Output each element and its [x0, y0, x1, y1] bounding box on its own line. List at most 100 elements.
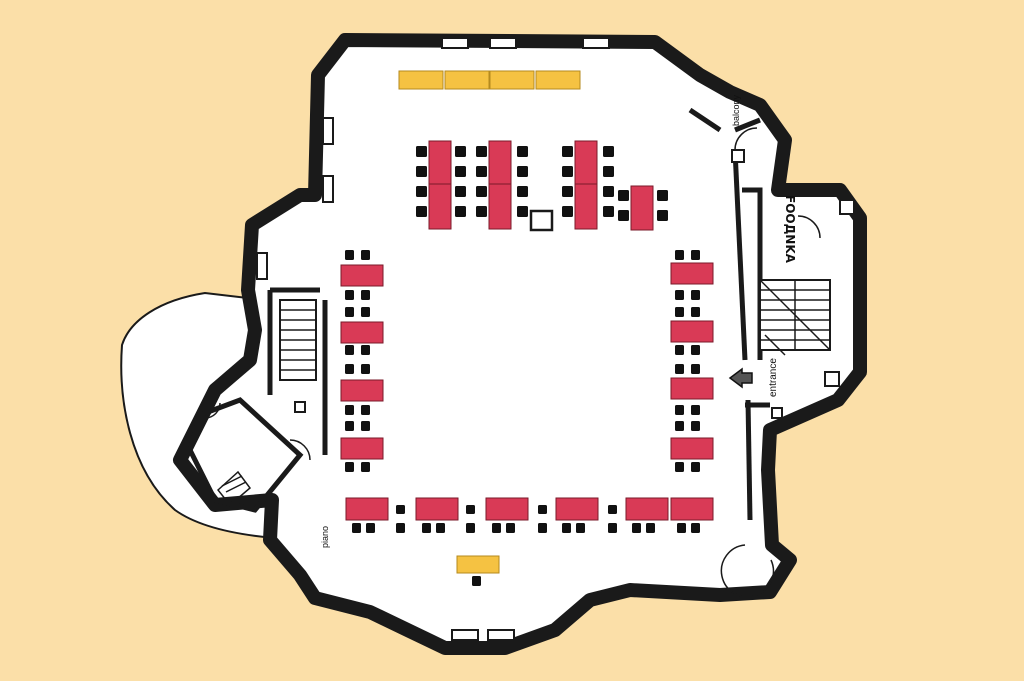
banquet-table	[555, 497, 599, 521]
chair	[416, 166, 427, 177]
banquet-table	[574, 140, 598, 186]
chair	[691, 421, 700, 431]
chair	[345, 364, 354, 374]
chair	[675, 364, 684, 374]
banquet-table	[670, 497, 714, 521]
chair	[345, 307, 354, 317]
lower-left-stairs	[216, 470, 252, 507]
chair	[396, 505, 405, 514]
left-staircase	[279, 299, 317, 413]
banquet-table	[670, 377, 714, 400]
chair	[416, 146, 427, 157]
head-tables	[398, 70, 581, 574]
chair	[603, 186, 614, 197]
chair	[492, 523, 501, 533]
chair	[416, 206, 427, 217]
banquet-table	[485, 497, 529, 521]
chair	[506, 523, 515, 533]
chair	[366, 523, 375, 533]
banquet-table	[340, 379, 384, 402]
chair	[352, 523, 361, 533]
foodnika-label: FOOДNKA	[783, 195, 797, 264]
chair	[657, 210, 668, 221]
chair	[422, 523, 431, 533]
chair	[675, 405, 684, 415]
banquet-table	[488, 140, 512, 186]
interior-walls	[187, 107, 770, 521]
chair	[361, 290, 370, 300]
chair	[455, 186, 466, 197]
chair	[361, 421, 370, 431]
chair	[677, 523, 686, 533]
banquet-tables	[340, 140, 714, 521]
fixture-balcony	[731, 149, 745, 163]
banquet-table	[415, 497, 459, 521]
chair	[538, 523, 547, 533]
banquet-table	[574, 183, 598, 230]
chair	[345, 405, 354, 415]
chair	[361, 307, 370, 317]
chair	[675, 290, 684, 300]
banquet-table	[345, 497, 389, 521]
chair	[517, 146, 528, 157]
chair	[345, 345, 354, 355]
chair	[603, 206, 614, 217]
chair	[608, 505, 617, 514]
windows	[256, 37, 855, 641]
banquet-table	[670, 437, 714, 460]
chair	[675, 462, 684, 472]
chair	[455, 166, 466, 177]
chair	[345, 250, 354, 260]
piano-label: piano	[320, 526, 330, 548]
chair	[675, 345, 684, 355]
banquet-table	[670, 262, 714, 285]
head-table	[535, 70, 581, 90]
head-table	[444, 70, 490, 90]
chair	[416, 186, 427, 197]
chair	[361, 462, 370, 472]
main-hall-floor	[325, 70, 748, 618]
chair	[618, 190, 629, 201]
chair	[632, 523, 641, 533]
chair	[466, 523, 475, 533]
chair	[608, 523, 617, 533]
chair	[691, 523, 700, 533]
arrow-left-icon	[728, 367, 753, 389]
head-table	[489, 70, 535, 90]
fixture-right	[771, 407, 783, 419]
chair	[675, 421, 684, 431]
chair	[657, 190, 668, 201]
doors	[204, 127, 821, 598]
chair	[675, 250, 684, 260]
chair	[476, 146, 487, 157]
chair	[517, 186, 528, 197]
chair	[345, 421, 354, 431]
chair	[691, 250, 700, 260]
chair	[691, 290, 700, 300]
chair	[517, 166, 528, 177]
chair	[361, 405, 370, 415]
chair	[436, 523, 445, 533]
chair	[603, 166, 614, 177]
entrance-label: entrance	[768, 358, 779, 397]
right-staircase	[759, 279, 831, 356]
chair	[455, 206, 466, 217]
banquet-table	[340, 437, 384, 460]
head-table	[456, 555, 500, 574]
chair	[396, 523, 405, 533]
chair	[675, 307, 684, 317]
chair	[691, 307, 700, 317]
chairs	[345, 146, 700, 586]
head-table	[398, 70, 444, 90]
banquet-table	[488, 183, 512, 230]
chair	[476, 166, 487, 177]
chair	[361, 250, 370, 260]
chair	[576, 523, 585, 533]
chair	[361, 345, 370, 355]
balcony-label: balcony	[731, 94, 741, 126]
banquet-table	[625, 497, 669, 521]
chair	[361, 364, 370, 374]
chair	[538, 505, 547, 514]
chair	[691, 405, 700, 415]
